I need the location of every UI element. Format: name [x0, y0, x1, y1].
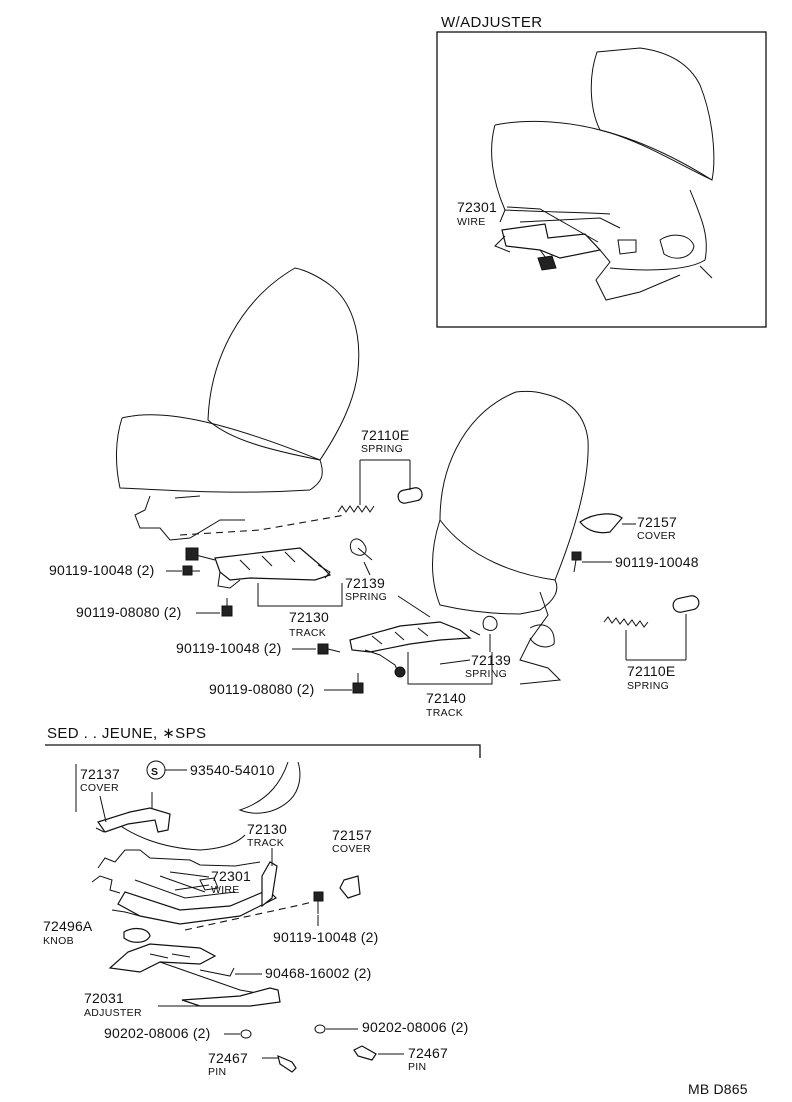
sed-adjuster-name: ADJUSTER — [84, 1007, 142, 1019]
pin-left-icon — [277, 1054, 297, 1073]
sed-bracket — [45, 744, 481, 758]
spring-top — [337, 487, 423, 513]
knob-icon — [123, 927, 151, 943]
spring-small2-shape — [482, 615, 498, 631]
cover-number: 72157 — [637, 514, 677, 530]
bolt-right-icon — [571, 551, 582, 573]
sed-seat-drawing — [109, 761, 301, 851]
cover-right-shape — [579, 513, 623, 534]
sed-pin-bolt-label: 90468-16002 (2) — [265, 965, 372, 981]
main-assembly: 72110E SPRING 72157 COVER 90119-10048 72… — [49, 267, 700, 719]
spring-top-number: 72110E — [361, 427, 409, 443]
sed-bolt-icon — [313, 891, 324, 914]
track-left-name: TRACK — [289, 627, 326, 639]
inset-frame — [436, 31, 767, 328]
sed-pin-right-name: PIN — [408, 1061, 426, 1073]
washer-right-icon — [314, 1024, 326, 1034]
spring-small-shape — [350, 538, 373, 561]
sed-knob-number: 72496A — [43, 918, 93, 934]
inset-adjuster: W/ADJUSTER 72301 WIRE — [436, 14, 767, 328]
sed-track-drawing — [91, 849, 278, 925]
sed-cover-name: COVER — [80, 782, 119, 794]
sed-bolt-leader-dash — [184, 901, 313, 931]
spring-small-number: 72139 — [345, 575, 385, 591]
sed-cover2-name: COVER — [332, 843, 371, 855]
sed-bolt-label: 90119-10048 (2) — [273, 929, 378, 945]
sed-washer-right-label: 90202-08006 (2) — [362, 1019, 469, 1035]
s-mark-text: S — [151, 766, 158, 778]
sed-cover2-number: 72157 — [332, 827, 372, 843]
left-track-drawing — [185, 547, 332, 589]
nut-left-2-label: 90119-08080 (2) — [209, 681, 314, 697]
spring-top-name: SPRING — [361, 443, 403, 455]
sed-cover2-shape — [339, 875, 361, 899]
sed-track-number: 72130 — [247, 821, 287, 837]
sed-wire-number: 72301 — [211, 868, 251, 884]
spring-right-name: SPRING — [627, 680, 669, 692]
right-track-drawing — [349, 621, 481, 678]
track-right-number: 72140 — [426, 690, 466, 706]
sed-adjuster-number: 72031 — [84, 990, 124, 1006]
inset-seat-drawing — [491, 47, 715, 301]
inset-wire-number: 72301 — [457, 199, 497, 215]
sed-washer-left-label: 90202-08006 (2) — [104, 1025, 211, 1041]
pin-right-icon — [353, 1045, 377, 1061]
bolt-right-label: 90119-10048 — [615, 554, 699, 570]
footer-code: MB D865 — [688, 1081, 748, 1097]
sed-pin-left-number: 72467 — [208, 1050, 248, 1066]
inset-wire-leader — [506, 206, 599, 243]
spring-right-number: 72110E — [627, 663, 675, 679]
track-right-name: TRACK — [426, 707, 463, 719]
spring-right — [603, 595, 700, 628]
bolt-left-1-icon — [182, 565, 200, 576]
sed-section: SED . . JEUNE, ∗SPS 72137 COVER S 93540-… — [43, 725, 481, 1078]
bolt-left-2-icon — [317, 643, 341, 655]
nut-left-1-label: 90119-08080 (2) — [76, 604, 181, 620]
sed-wire-name: WIRE — [211, 884, 240, 896]
washer-left-icon — [240, 1029, 252, 1039]
sed-title: SED . . JEUNE, ∗SPS — [47, 725, 206, 742]
left-seat-drawing — [115, 267, 360, 541]
sed-knob-name: KNOB — [43, 935, 74, 947]
sed-track-name: TRACK — [247, 837, 284, 849]
sed-cover-drawing — [95, 807, 171, 833]
inset-wire-name: WIRE — [457, 216, 486, 228]
bolt-left-1-label: 90119-10048 (2) — [49, 562, 154, 578]
nut-left-2-icon — [352, 673, 364, 694]
spring-leader-dash — [179, 514, 346, 536]
sed-cover-number: 72137 — [80, 766, 120, 782]
inset-title: W/ADJUSTER — [441, 14, 543, 31]
right-seat-drawing — [432, 390, 589, 685]
sed-pin-left-name: PIN — [208, 1066, 226, 1078]
spring-small-name: SPRING — [345, 591, 387, 603]
spring-small2-name: SPRING — [465, 668, 507, 680]
spring-small2-number: 72139 — [471, 652, 511, 668]
cover-name: COVER — [637, 530, 676, 542]
sed-seal-number: 93540-54010 — [190, 762, 275, 778]
sed-adjuster-drawing — [108, 943, 281, 1007]
nut-left-1-icon — [221, 598, 233, 617]
sed-pin-right-number: 72467 — [408, 1045, 448, 1061]
track-left-number: 72130 — [289, 609, 329, 625]
bolt-left-2-label: 90119-10048 (2) — [176, 640, 281, 656]
